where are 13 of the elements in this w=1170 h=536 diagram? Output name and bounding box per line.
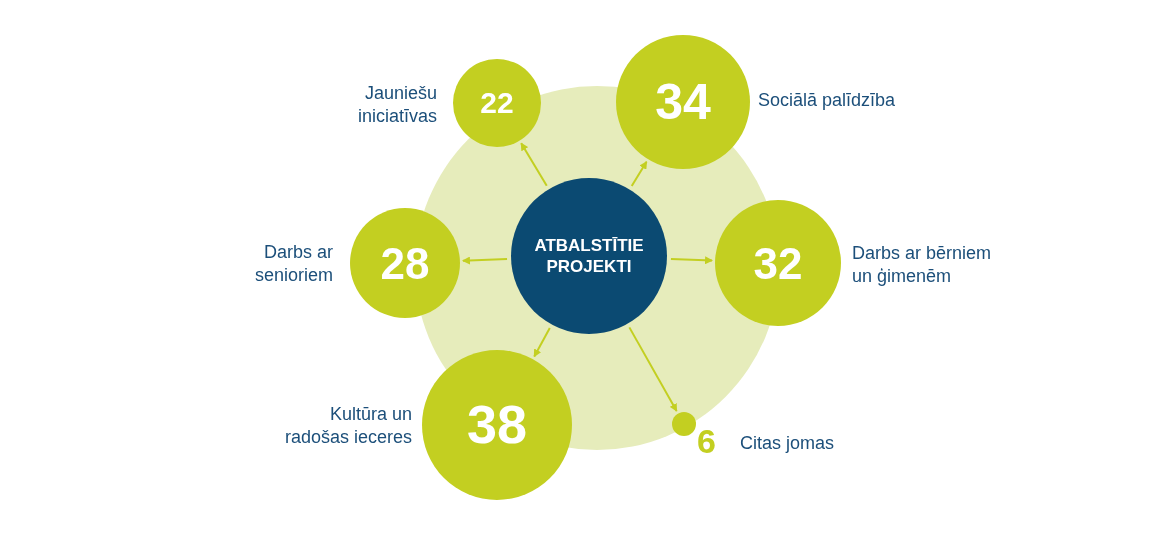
arrow: [461, 256, 509, 265]
arrow: [520, 142, 548, 187]
category-label: Sociālā palīdzība: [758, 88, 896, 112]
category-label: Kultūra un radošas ieceres: [283, 402, 412, 448]
arrow: [669, 256, 714, 265]
count-number: 6: [697, 420, 716, 462]
arrow: [533, 327, 551, 358]
category-label: Citas jomas: [740, 431, 835, 455]
category-label: Jauniešu iniciatīvas: [356, 81, 437, 127]
category-label: Darbs ar senioriem: [253, 240, 333, 286]
arrow: [628, 326, 678, 412]
category-label: Darbs ar bērniem un ģimenēm: [852, 241, 993, 287]
arrow: [630, 160, 648, 187]
